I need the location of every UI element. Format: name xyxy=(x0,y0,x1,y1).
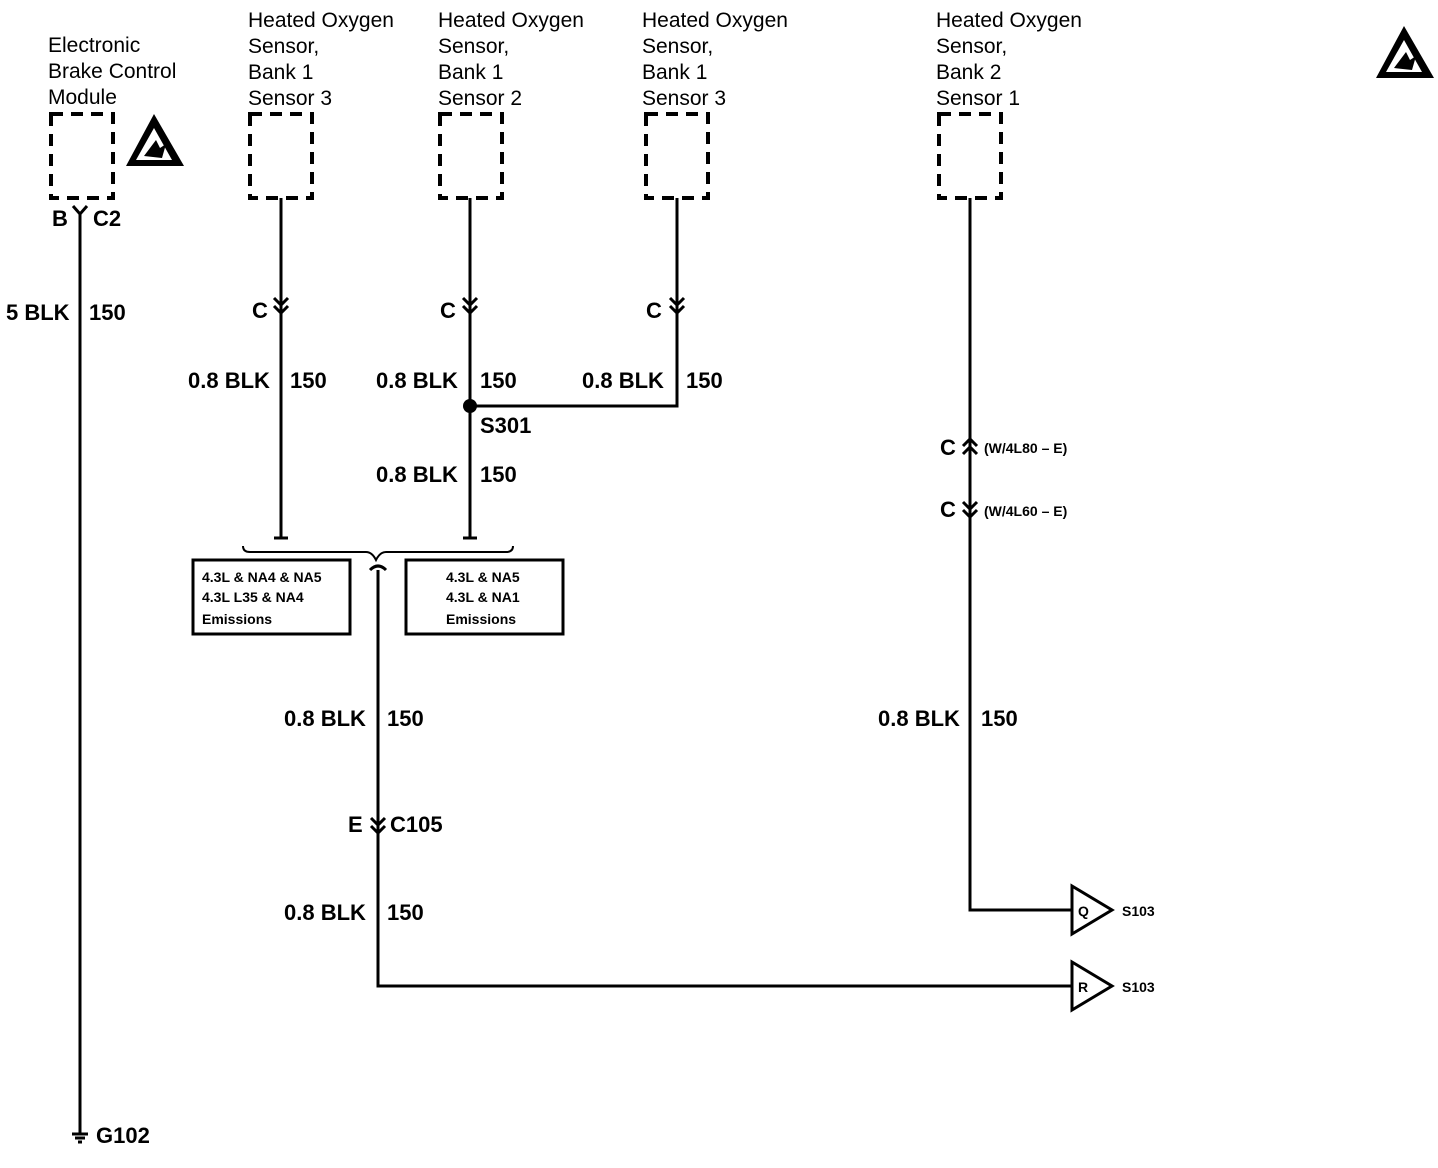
ho2s-b1s3-b-title: Heated Oxygen Sensor, Bank 1 Sensor 3 xyxy=(642,9,788,110)
b2s1-connector-4l60 xyxy=(961,500,979,520)
ebcm-connector: B C2 xyxy=(52,205,121,231)
b1s3-b-wire xyxy=(470,198,679,408)
b1s3-a-wire-circuit: 150 xyxy=(290,368,327,393)
ebcm-connector-label: C2 xyxy=(93,206,121,231)
esd-warning-icon xyxy=(1376,26,1434,78)
common-lower-wire-color: 0.8 BLK xyxy=(284,900,366,925)
option-box-right-line1: 4.3L & NA5 xyxy=(446,569,520,585)
offpage-r-dest: S103 xyxy=(1122,979,1155,995)
ho2s-b1s3-a-title: Heated Oxygen Sensor, Bank 1 Sensor 3 xyxy=(248,9,394,110)
b1s3-a-connector-pin: C xyxy=(252,298,268,323)
option-box-left-line1: 4.3L & NA4 & NA5 xyxy=(202,569,322,585)
b2s1-4l60-note: (W/4L60 – E) xyxy=(984,503,1067,519)
b1s2-wire-circuit: 150 xyxy=(480,368,517,393)
b1s2-connector-pin: C xyxy=(440,298,456,323)
c105-connector xyxy=(369,816,387,836)
offpage-connector-icon: Q xyxy=(1070,883,1115,937)
b1s3-a-connector xyxy=(272,296,290,316)
ho2s-b2s1-title-line3: Bank 2 xyxy=(936,61,1001,84)
b1s3-b-connector-pin: C xyxy=(646,298,662,323)
option-box-left-line3: Emissions xyxy=(202,611,272,627)
b2s1-4l80-pin: C xyxy=(940,435,956,460)
ho2s-b1s3-a-title-line1: Heated Oxygen xyxy=(248,9,394,32)
s301-wire-circuit: 150 xyxy=(480,462,517,487)
ho2s-b1s2-title-line3: Bank 1 xyxy=(438,61,503,84)
ebcm-wire-color: 5 BLK xyxy=(6,300,70,325)
b2s1-4l80-note: (W/4L80 – E) xyxy=(984,440,1067,456)
b1s3-a-wire-color: 0.8 BLK xyxy=(188,368,270,393)
option-box-right: 4.3L & NA5 4.3L & NA1 Emissions xyxy=(404,558,565,636)
b2s1-wire xyxy=(968,198,1072,912)
common-upper-wire-color: 0.8 BLK xyxy=(284,706,366,731)
ho2s-b2s1-title: Heated Oxygen Sensor, Bank 2 Sensor 1 xyxy=(936,9,1082,110)
ebcm-wire-circuit: 150 xyxy=(89,300,126,325)
ebcm-title: Electronic Brake Control Module xyxy=(48,34,176,109)
ho2s-b2s1-title-line2: Sensor, xyxy=(936,35,1007,58)
ebcm-title-line2: Brake Control xyxy=(48,60,176,83)
b2s1-4l60-pin: C xyxy=(940,497,956,522)
b2s1-connector-4l80 xyxy=(961,436,979,456)
ho2s-b1s3-b-title-line3: Bank 1 xyxy=(642,61,707,84)
offpage-r-letter: R xyxy=(1078,979,1088,995)
b1s3-b-connector xyxy=(668,296,686,316)
common-upper-wire-circuit: 150 xyxy=(387,706,424,731)
b1s2-wire-color: 0.8 BLK xyxy=(376,368,458,393)
ho2s-b1s3-b-box xyxy=(644,112,710,200)
ho2s-b1s2-title-line4: Sensor 2 xyxy=(438,87,522,110)
s301-wire-color: 0.8 BLK xyxy=(376,462,458,487)
ebcm-pin-label: B xyxy=(52,206,68,231)
ho2s-b1s3-a-box xyxy=(248,112,314,200)
ho2s-b2s1-title-line4: Sensor 1 xyxy=(936,87,1020,110)
option-brace xyxy=(242,545,514,563)
ho2s-b1s2-title-line2: Sensor, xyxy=(438,35,509,58)
common-lower-wire-circuit: 150 xyxy=(387,900,424,925)
ground-label: G102 xyxy=(96,1123,150,1148)
ho2s-b1s3-a-title-line4: Sensor 3 xyxy=(248,87,332,110)
offpage-connector-icon: R xyxy=(1070,959,1115,1013)
b1s3-b-wire-circuit: 150 xyxy=(686,368,723,393)
offpage-q-letter: Q xyxy=(1078,903,1089,919)
ho2s-b1s2-title-line1: Heated Oxygen xyxy=(438,9,584,32)
ebcm-title-line1: Electronic xyxy=(48,34,140,57)
b2s1-wire-color: 0.8 BLK xyxy=(878,706,960,731)
ho2s-b1s3-a-title-line2: Sensor, xyxy=(248,35,319,58)
b1s2-connector xyxy=(461,296,479,316)
c105-connector-label: C105 xyxy=(390,812,443,837)
ho2s-b1s2-box xyxy=(438,112,504,200)
option-box-left: 4.3L & NA4 & NA5 4.3L L35 & NA4 Emission… xyxy=(191,558,352,636)
ground-symbol-icon xyxy=(72,1126,88,1144)
b2s1-wire-circuit: 150 xyxy=(981,706,1018,731)
splice-label: S301 xyxy=(480,413,531,438)
ho2s-b1s3-b-title-line2: Sensor, xyxy=(642,35,713,58)
b1s3-b-wire-color: 0.8 BLK xyxy=(582,368,664,393)
ho2s-b2s1-title-line1: Heated Oxygen xyxy=(936,9,1082,32)
ho2s-b1s2-title: Heated Oxygen Sensor, Bank 1 Sensor 2 xyxy=(438,9,584,110)
option-box-right-line3: Emissions xyxy=(446,611,516,627)
offpage-q-dest: S103 xyxy=(1122,903,1155,919)
common-wire xyxy=(376,570,1072,988)
option-box-left-line2: 4.3L L35 & NA4 xyxy=(202,589,304,605)
ho2s-b1s3-b-title-line4: Sensor 3 xyxy=(642,87,726,110)
option-box-right-line2: 4.3L & NA1 xyxy=(446,589,520,605)
ho2s-b1s3-a-title-line3: Bank 1 xyxy=(248,61,313,84)
ebcm-title-line3: Module xyxy=(48,86,117,109)
ebcm-box xyxy=(49,112,115,200)
option-merge-mark xyxy=(368,564,388,572)
c105-pin-label: E xyxy=(348,812,363,837)
ho2s-b2s1-box xyxy=(937,112,1003,200)
ho2s-b1s3-b-title-line1: Heated Oxygen xyxy=(642,9,788,32)
esd-warning-icon xyxy=(126,114,184,166)
